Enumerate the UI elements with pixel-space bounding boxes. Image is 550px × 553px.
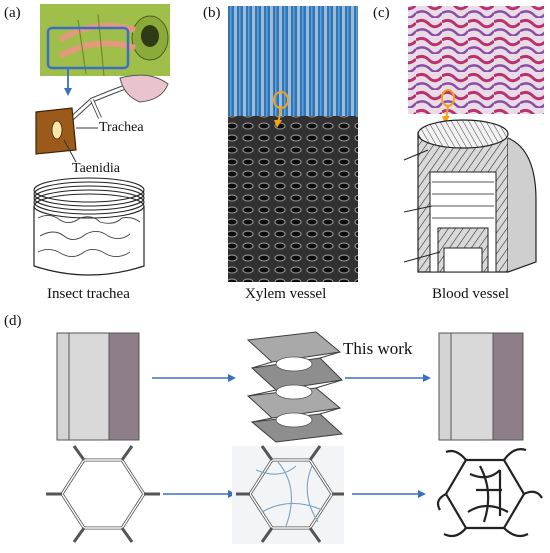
blood-vessel-sketch bbox=[403, 119, 537, 273]
hexagon-network bbox=[436, 448, 543, 538]
helix-structure bbox=[246, 331, 344, 443]
arrow-helix-to-layer bbox=[345, 374, 431, 382]
this-work-annotation: This work bbox=[343, 339, 413, 358]
layer-stack-left bbox=[56, 332, 140, 441]
taenidia-detail bbox=[35, 107, 98, 163]
trachea-branch-sketch bbox=[68, 74, 169, 122]
layer-stack-right bbox=[438, 332, 524, 441]
panel-d-label: (d) bbox=[4, 313, 22, 329]
panel-b-label: (b) bbox=[203, 5, 221, 21]
arrow-layer-to-helix bbox=[152, 374, 236, 382]
arrow-hex-to-hexfibers bbox=[163, 490, 236, 498]
trachea-callout: Trachea bbox=[99, 120, 144, 135]
blood-vessel-caption: Blood vessel bbox=[432, 286, 510, 302]
panel-a-label: (a) bbox=[4, 5, 21, 21]
arrow-hexfibers-to-network bbox=[352, 490, 426, 498]
trachea-tube-drawing bbox=[33, 177, 145, 276]
xylem-vessel-caption: Xylem vessel bbox=[245, 286, 327, 302]
panel-c-label: (c) bbox=[373, 5, 390, 21]
blood-vessel-histology bbox=[408, 6, 544, 124]
insect-illustration bbox=[40, 4, 170, 77]
taenidia-callout: Taenidia bbox=[72, 161, 120, 176]
hexagon-plain bbox=[46, 445, 160, 543]
xylem-micrograph bbox=[228, 6, 358, 282]
insect-trachea-caption: Insect trachea bbox=[47, 286, 130, 302]
hexagon-with-fibers bbox=[232, 445, 344, 544]
